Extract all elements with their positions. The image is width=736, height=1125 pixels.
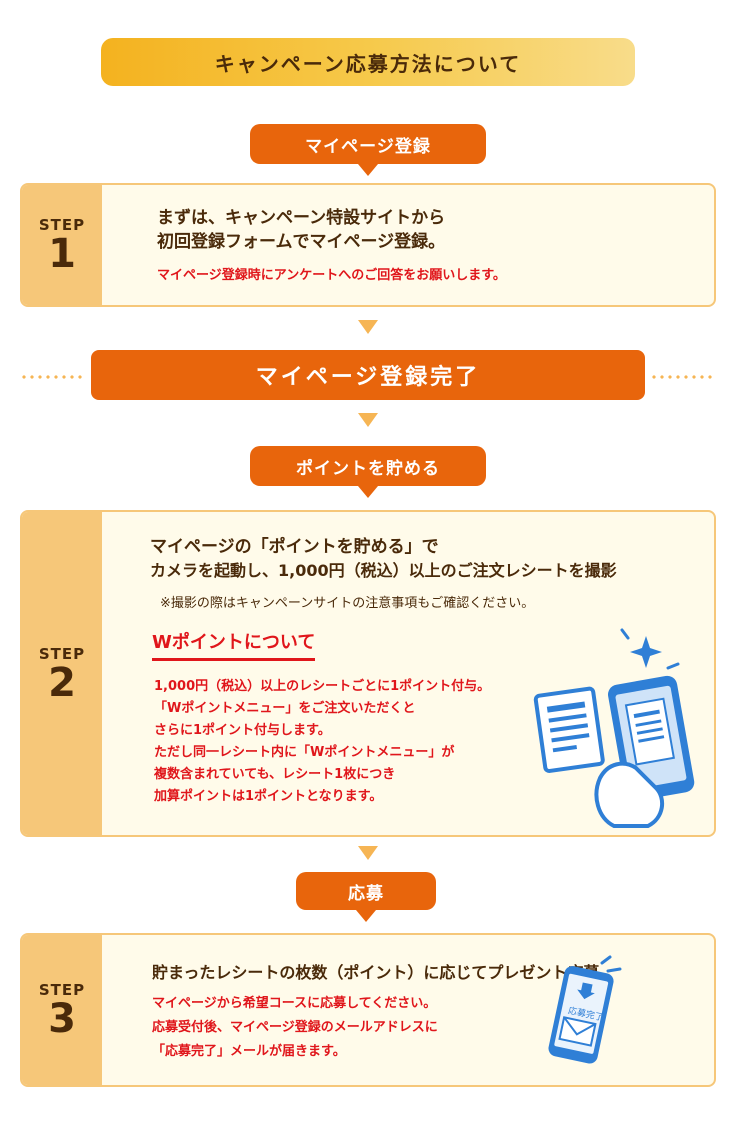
tag-collect-points: ポイントを貯める: [250, 446, 486, 486]
w-point-line-6: 加算ポイントは1ポイントとなります。: [154, 789, 383, 804]
step-number: 2: [48, 659, 76, 706]
page-title: キャンペーン応募方法について: [101, 38, 635, 86]
step-2-note: ※撮影の際はキャンペーンサイトの注意事項もご確認ください。: [160, 596, 535, 611]
down-arrow-icon: [358, 413, 378, 427]
step-number: 1: [48, 231, 76, 277]
step-1-box: STEP 1 まずは、キャンペーン特設サイトから 初回登録フォームでマイページ登…: [20, 183, 716, 307]
dotted-line-left: [20, 375, 86, 379]
w-point-line-5: 複数含まれていても、レシート1枚につき: [154, 767, 396, 782]
step-1-main-line-1: まずは、キャンペーン特設サイトから: [157, 208, 446, 228]
tag-mypage-register: マイページ登録: [250, 124, 486, 164]
step-number: 3: [48, 996, 76, 1042]
step-2-box: STEP 2 マイページの「ポイントを貯める」で カメラを起動し、1,000円（…: [20, 510, 716, 837]
phone-mail-illustration-icon: [548, 955, 622, 1064]
step-1-label: STEP 1: [22, 185, 102, 305]
step-3-main-line-1: 貯まったレシートの枚数（ポイント）に応じてプレゼント応募: [152, 963, 600, 982]
step-word: STEP: [38, 981, 86, 999]
step-3-red-line-1: マイページから希望コースに応募してください。: [152, 996, 437, 1011]
down-arrow-icon: [358, 846, 378, 860]
complete-banner: マイページ登録完了: [91, 350, 645, 400]
dotted-line-right: [650, 375, 716, 379]
step-2-label: STEP 2: [22, 512, 102, 835]
step-word: STEP: [38, 644, 86, 663]
w-point-line-1: 1,000円（税込）以上のレシートごとに1ポイント付与。: [154, 679, 491, 694]
step-3-red-line-3: 「応募完了」メールが届きます。: [152, 1044, 346, 1059]
step-3-box: STEP 3 貯まったレシートの枚数（ポイント）に応じてプレゼント応募 マイペー…: [20, 933, 716, 1087]
step-2-main-line-1: マイページの「ポイントを貯める」で: [150, 537, 439, 557]
down-arrow-icon: [358, 320, 378, 334]
step-1-main-line-2: 初回登録フォームでマイページ登録。: [157, 232, 446, 252]
w-point-line-3: さらに1ポイント付与します。: [154, 723, 331, 738]
w-point-line-4: ただし同一レシート内に「Wポイントメニュー」が: [154, 745, 455, 760]
w-point-title: Wポイントについて: [152, 628, 316, 661]
w-point-line-2: 「Wポイントメニュー」をご注文いただくと: [154, 701, 416, 716]
step-1-red-line-1: マイページ登録時にアンケートへのご回答をお願いします。: [157, 268, 506, 283]
step-word: STEP: [38, 216, 86, 234]
step-3-red-line-2: 応募受付後、マイページ登録のメールアドレスに: [152, 1020, 438, 1035]
tag-apply: 応募: [296, 872, 436, 910]
step-3-label: STEP 3: [22, 935, 102, 1085]
phone-receipt-illustration-icon: [533, 628, 695, 828]
step-2-main-line-2: カメラを起動し、1,000円（税込）以上のご注文レシートを撮影: [150, 561, 617, 580]
